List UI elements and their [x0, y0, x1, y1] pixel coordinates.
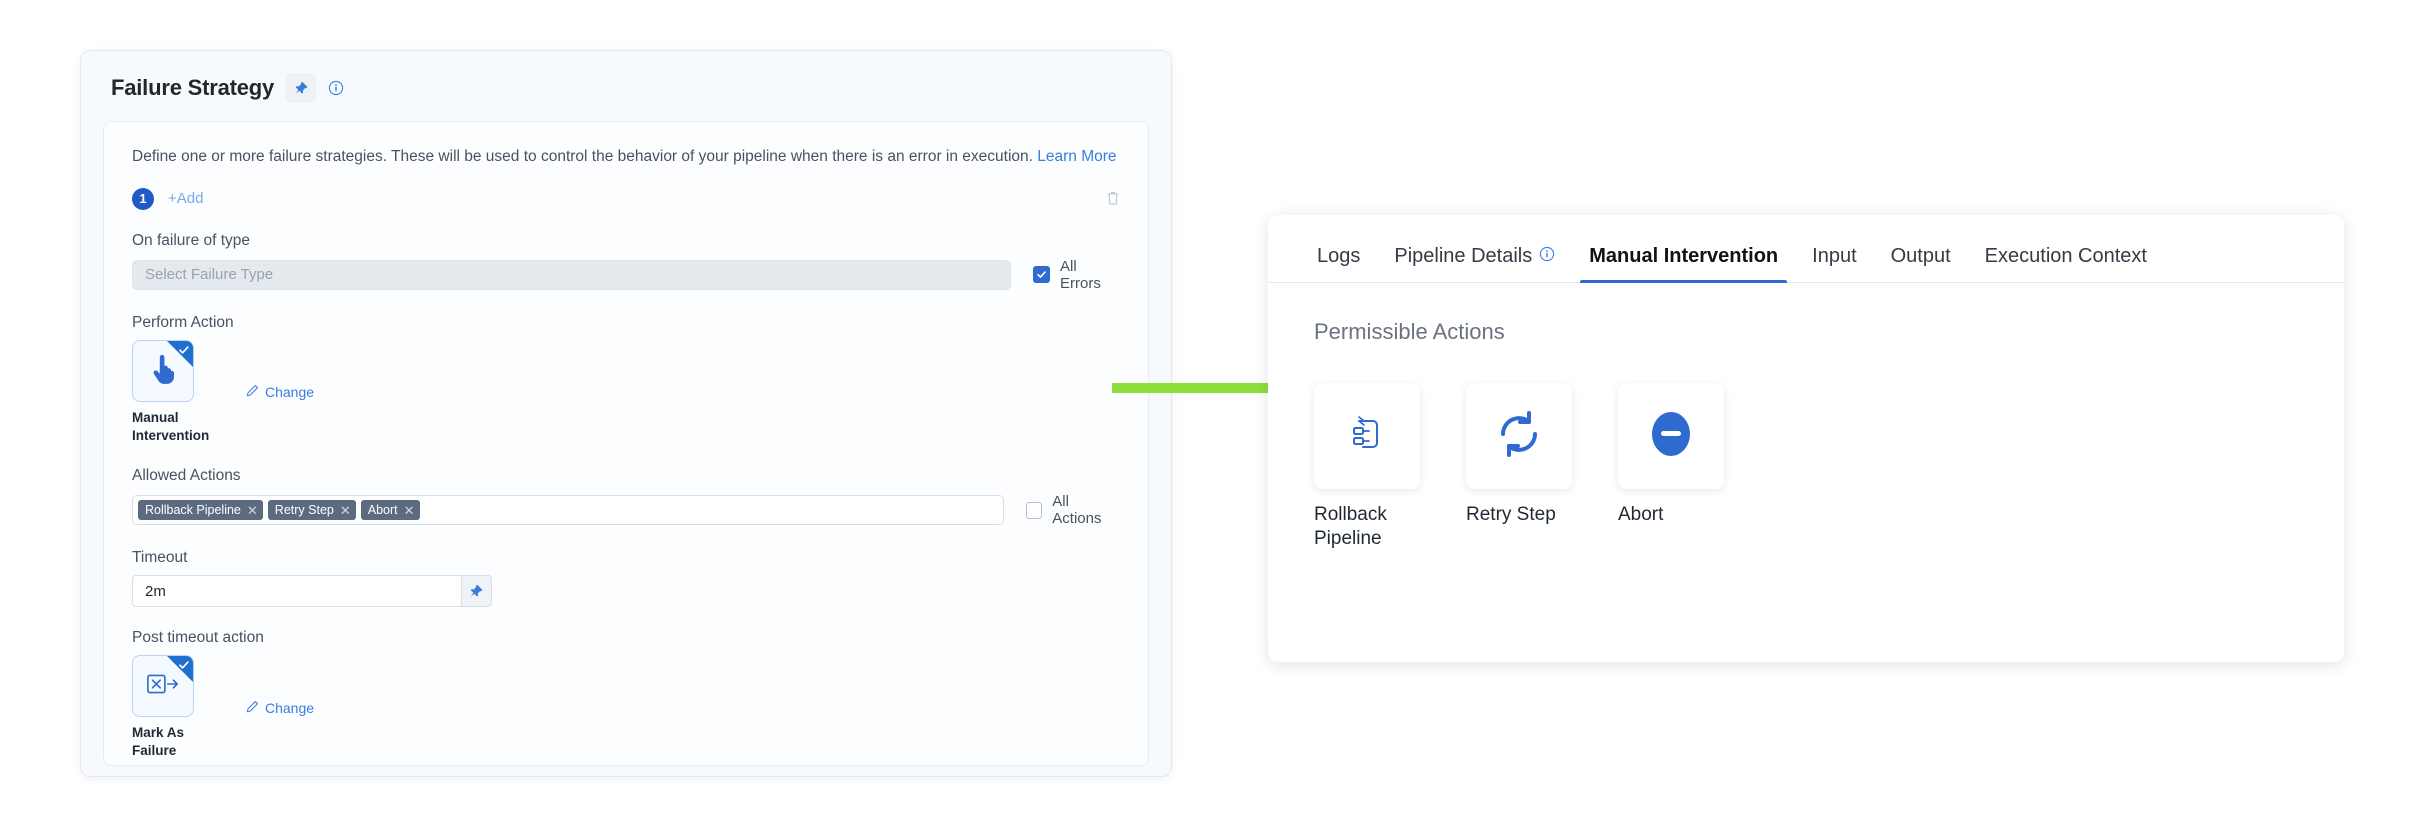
permissible-action-item: Abort	[1618, 383, 1724, 551]
change-post-timeout-action-button[interactable]: Change	[246, 700, 314, 716]
perform-action-label: Perform Action	[132, 313, 234, 331]
page-title: Failure Strategy	[111, 75, 275, 100]
all-errors-checkbox[interactable]: All Errors	[1033, 258, 1120, 292]
retry-refresh-icon	[1494, 409, 1544, 464]
panel-description: Define one or more failure strategies. T…	[132, 146, 1120, 168]
tab-pipeline-details[interactable]: Pipeline Details	[1377, 245, 1572, 282]
chip-remove-icon[interactable]: ✕	[403, 502, 415, 518]
pencil-icon	[246, 700, 259, 716]
all-actions-checkbox-box	[1025, 501, 1043, 519]
tab-execution-context[interactable]: Execution Context	[1968, 245, 2164, 282]
panel-header: Failure Strategy	[81, 51, 1171, 117]
pencil-icon	[246, 384, 259, 400]
post-timeout-action-row: Mark As Failure Change	[132, 655, 1120, 760]
chip-remove-icon[interactable]: ✕	[246, 502, 258, 518]
all-actions-label: All Actions	[1052, 493, 1102, 528]
add-strategy-button[interactable]: +Add	[168, 190, 204, 208]
strategy-index-badge: 1	[132, 187, 154, 210]
tab-input[interactable]: Input	[1795, 245, 1873, 282]
change-label: Change	[265, 699, 315, 716]
mark-as-failure-caption: Mark As Failure	[132, 725, 185, 759]
info-circle-icon[interactable]	[1539, 245, 1555, 268]
tab-label: Pipeline Details	[1394, 245, 1533, 267]
allowed-actions-row: Rollback Pipeline ✕ Retry Step ✕ Abort ✕ All …	[132, 493, 1120, 527]
tab-label: Output	[1890, 245, 1951, 267]
tab-label: Input	[1812, 245, 1857, 267]
retry-refresh-button[interactable]	[1466, 383, 1572, 489]
tab-bar: Logs Pipeline Details Manual Intervention I…	[1268, 215, 2344, 283]
permissible-action-label: Rollback Pipeline	[1314, 504, 1387, 549]
chip-remove-icon[interactable]: ✕	[339, 502, 351, 518]
tab-output[interactable]: Output	[1874, 245, 1968, 282]
tab-label: Execution Context	[1984, 245, 2147, 267]
manual-intervention-tile[interactable]	[132, 339, 194, 402]
perform-action-row: Manual Intervention Change	[132, 339, 1120, 445]
hand-pointer-icon	[148, 351, 178, 390]
pin-icon[interactable]	[286, 73, 317, 103]
timeout-pin-icon[interactable]	[462, 575, 492, 608]
selected-corner-badge	[167, 656, 193, 683]
change-perform-action-button[interactable]: Change	[246, 384, 314, 400]
abort-minus-circle-icon	[1645, 406, 1697, 467]
check-icon	[178, 659, 190, 673]
timeout-input[interactable]: 2m	[132, 575, 462, 608]
permissible-action-item: Rollback Pipeline	[1314, 383, 1420, 551]
on-failure-type-row: Select Failure Type All Errors	[132, 258, 1120, 292]
allowed-actions-input[interactable]: Rollback Pipeline ✕ Retry Step ✕ Abort ✕	[132, 495, 1004, 526]
description-text: Define one or more failure strategies. T…	[132, 148, 1033, 165]
rollback-pipeline-button[interactable]	[1314, 383, 1420, 489]
permissible-actions-list: Rollback Pipeline Retry Step Abort	[1268, 345, 2344, 551]
permissible-action-label: Retry Step	[1466, 504, 1556, 525]
execution-detail-panel: Logs Pipeline Details Manual Intervention I…	[1268, 215, 2344, 662]
tab-label: Logs	[1317, 245, 1361, 267]
on-failure-type-label: On failure of type	[132, 231, 251, 249]
strategy-add-row: 1 +Add	[132, 187, 1120, 211]
allowed-actions-label: Allowed Actions	[132, 467, 241, 485]
tab-manual-intervention[interactable]: Manual Intervention	[1572, 245, 1795, 283]
allowed-action-chip[interactable]: Retry Step ✕	[267, 500, 356, 521]
mark-as-failure-tile[interactable]	[132, 655, 194, 718]
failure-strategy-panel: Failure Strategy Define one or more fail…	[80, 50, 1172, 777]
permissible-actions-title: Permissible Actions	[1314, 319, 1505, 344]
timeout-row: 2m	[132, 575, 1120, 608]
failure-type-select[interactable]: Select Failure Type	[132, 259, 1012, 290]
failure-type-placeholder: Select Failure Type	[145, 266, 274, 284]
chip-label: Rollback Pipeline	[145, 503, 241, 518]
all-errors-checkbox-box	[1033, 266, 1051, 284]
chip-label: Abort	[367, 503, 398, 518]
rollback-pipeline-icon	[1345, 412, 1389, 461]
chip-label: Retry Step	[274, 503, 334, 518]
allowed-action-chip[interactable]: Abort ✕	[360, 500, 420, 521]
tab-label: Manual Intervention	[1589, 245, 1779, 267]
permissible-action-item: Retry Step	[1466, 383, 1572, 551]
manual-intervention-caption: Manual Intervention	[132, 409, 210, 443]
post-timeout-action-label: Post timeout action	[132, 629, 264, 647]
abort-minus-circle-button[interactable]	[1618, 383, 1724, 489]
panel-body: Define one or more failure strategies. T…	[103, 121, 1149, 766]
info-circle-icon[interactable]	[328, 80, 344, 96]
tab-logs[interactable]: Logs	[1300, 245, 1377, 282]
permissible-action-label: Abort	[1618, 504, 1664, 525]
all-actions-checkbox[interactable]: All Actions	[1025, 493, 1120, 528]
allowed-action-chip[interactable]: Rollback Pipeline ✕	[138, 500, 263, 521]
all-errors-label: All Errors	[1060, 257, 1101, 292]
trash-icon[interactable]	[1106, 190, 1120, 211]
selected-corner-badge	[167, 340, 193, 367]
change-label: Change	[265, 384, 315, 401]
learn-more-link[interactable]: Learn More	[1037, 148, 1117, 165]
timeout-label: Timeout	[132, 549, 188, 567]
check-icon	[178, 344, 190, 358]
